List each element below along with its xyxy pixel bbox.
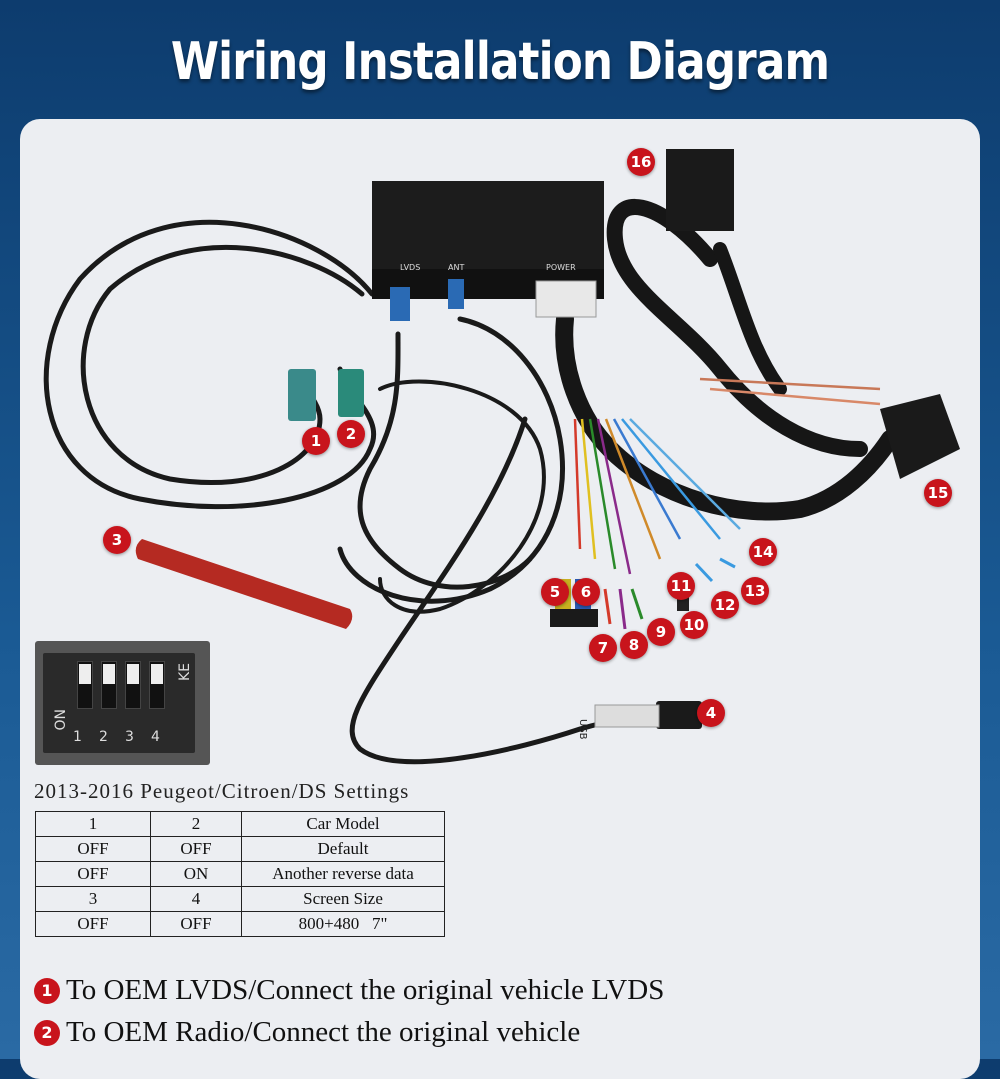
badge-15: 15 <box>924 479 952 507</box>
table-cell: OFF <box>35 836 151 862</box>
note-1-badge: 1 <box>34 978 60 1004</box>
table-cell: OFF <box>150 911 242 937</box>
badge-13: 13 <box>741 577 769 605</box>
dip-switch-4 <box>149 661 165 709</box>
ant-cable <box>337 316 565 604</box>
badge-4: 4 <box>697 699 725 727</box>
settings-caption: 2013-2016 Peugeot/Citroen/DS Settings <box>34 779 410 803</box>
usb-label: USB <box>577 719 588 740</box>
table-row: 3 4 Screen Size <box>35 886 445 912</box>
fakra-connector-2 <box>338 369 364 417</box>
badge-16: 16 <box>627 148 655 176</box>
table-cell: Car Model <box>241 811 445 837</box>
settings-table: 1 2 Car Model OFF OFF Default OFF ON Ano… <box>35 811 445 937</box>
note-2-text: To OEM Radio/Connect the original vehicl… <box>66 1016 581 1048</box>
fakra-connector-1 <box>288 369 316 421</box>
dip-number-2: 2 <box>99 729 108 745</box>
usb-cable <box>349 416 663 765</box>
lvds-cable-inner <box>80 244 365 485</box>
table-cell: 3 <box>35 886 151 912</box>
page-title: Wiring Installation Diagram <box>170 32 830 92</box>
table-cell: OFF <box>35 911 151 937</box>
table-cell: 1 <box>35 811 151 837</box>
main-harness <box>555 310 899 521</box>
wire-tip-13 <box>719 557 736 569</box>
table-cell: ON <box>150 861 242 887</box>
badge-9: 9 <box>647 618 675 646</box>
table-cell: 4 <box>150 886 242 912</box>
badge-5: 5 <box>541 578 569 606</box>
dip-switch-2 <box>101 661 117 709</box>
badge-1: 1 <box>302 427 330 455</box>
table-row: 1 2 Car Model <box>35 811 445 837</box>
lvds-cable-outer <box>43 219 377 510</box>
table-cell: OFF <box>150 836 242 862</box>
table-cell: Screen Size <box>241 886 445 912</box>
table-row: OFF ON Another reverse data <box>35 861 445 887</box>
table-row: OFF OFF 800+480 7" <box>35 911 445 937</box>
badge-10: 10 <box>680 611 708 639</box>
table-row: OFF OFF Default <box>35 836 445 862</box>
dip-number-4: 4 <box>151 729 160 745</box>
dip-switch-3 <box>125 661 141 709</box>
port-label-ant: ANT <box>448 263 464 272</box>
dip-on-label: ON <box>53 709 69 731</box>
badge-7: 7 <box>589 634 617 662</box>
port-label-lvds: LVDS <box>400 263 420 272</box>
wire-tip-9 <box>630 588 644 620</box>
usb-female-connector <box>656 701 702 729</box>
lvds-port-connector <box>390 287 410 321</box>
badge-3: 3 <box>103 526 131 554</box>
side-harness <box>606 199 868 457</box>
gps-antenna <box>135 539 353 629</box>
dip-number-1: 1 <box>73 729 82 745</box>
dip-number-3: 3 <box>125 729 134 745</box>
dip-switch: ON KE 1 2 3 4 <box>35 641 210 765</box>
wire-tip-12 <box>694 562 714 583</box>
table-cell: Default <box>241 836 445 862</box>
badge-6: 6 <box>572 578 600 606</box>
table-cell: OFF <box>35 861 151 887</box>
lvds-module-cable <box>357 331 533 590</box>
table-cell: 2 <box>150 811 242 837</box>
wire-tip-7 <box>603 588 612 625</box>
badge-11: 11 <box>667 572 695 600</box>
note-1-text: To OEM LVDS/Connect the original vehicle… <box>66 974 665 1006</box>
dip-switch-1 <box>77 661 93 709</box>
badge-12: 12 <box>711 591 739 619</box>
ant-port-connector <box>448 279 464 309</box>
badge-2: 2 <box>337 420 365 448</box>
table-cell: 800+480 7" <box>241 911 445 937</box>
note-2-badge: 2 <box>34 1020 60 1046</box>
connector-16 <box>666 149 734 231</box>
badge-8: 8 <box>620 631 648 659</box>
table-cell: Another reverse data <box>241 861 445 887</box>
connector-15 <box>880 394 960 479</box>
dip-ke-label: KE <box>177 663 193 682</box>
wiring-illustration: LVDS ANT POWER USB <box>43 149 960 765</box>
wire-tip-8 <box>618 588 627 630</box>
badge-14: 14 <box>749 538 777 566</box>
port-label-power: POWER <box>546 263 576 272</box>
power-connector <box>535 280 597 318</box>
diagram-panel: LVDS ANT POWER USB 1 2 <box>20 119 980 1079</box>
